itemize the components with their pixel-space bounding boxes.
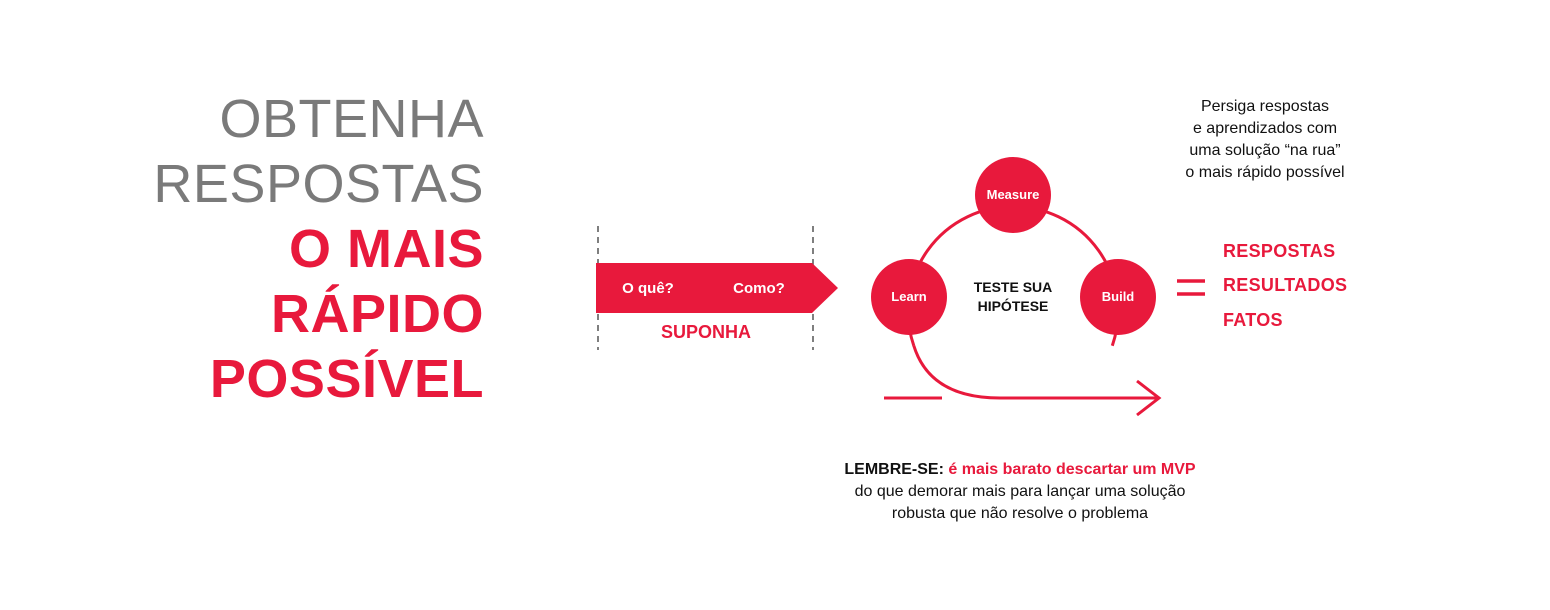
side-note-line-2: e aprendizados com	[1192, 120, 1338, 137]
node-build-label: Build	[1102, 289, 1135, 304]
headline-line-4: RÁPIDO	[270, 284, 484, 344]
side-note-line-3: uma solução “na rua”	[1189, 142, 1341, 159]
result-item-2: RESULTADOS	[1223, 275, 1348, 295]
result-item-3: FATOS	[1223, 310, 1283, 330]
headline-line-3: O MAIS	[288, 219, 484, 279]
assume-caption: SUPONHA	[660, 322, 751, 342]
node-measure	[975, 157, 1051, 233]
headline-line-2: RESPOSTAS	[153, 154, 484, 214]
node-learn-label: Learn	[891, 289, 926, 304]
side-note-line-4: o mais rápido possível	[1185, 164, 1345, 181]
reminder: LEMBRE-SE: é mais barato descartar um MV…	[760, 459, 1280, 525]
cycle-exit-line	[912, 345, 1158, 400]
arrow-head-icon	[1136, 379, 1162, 417]
cycle-center-line-1: TESTE SUA	[973, 279, 1053, 295]
node-build	[1080, 259, 1156, 335]
cycle-center-text: TESTE SUA HIPÓTESE	[953, 278, 1073, 316]
reminder-keyword: LEMBRE-SE:	[844, 461, 944, 478]
side-note: Persiga respostas e aprendizados com uma…	[1130, 96, 1400, 184]
assume-arrow	[596, 263, 838, 313]
result-item-1: RESPOSTAS	[1223, 241, 1336, 261]
cycle-center-line-2: HIPÓTESE	[977, 298, 1049, 314]
headline-line-1: OBTENHA	[219, 89, 484, 149]
node-measure-label: Measure	[987, 187, 1040, 202]
node-learn	[871, 259, 947, 335]
reminder-highlight: é mais barato descartar um MVP	[948, 461, 1196, 478]
arrow-label-what: O quê?	[622, 280, 674, 297]
arrow-label-how: Como?	[733, 280, 785, 297]
headline-line-5: POSSÍVEL	[209, 349, 484, 409]
reminder-line-1: LEMBRE-SE: é mais barato descartar um MV…	[760, 459, 1280, 481]
reminder-line-2: do que demorar mais para lançar uma solu…	[854, 483, 1186, 500]
side-note-line-1: Persiga respostas	[1200, 98, 1330, 115]
reminder-line-3: robusta que não resolve o problema	[891, 505, 1149, 522]
